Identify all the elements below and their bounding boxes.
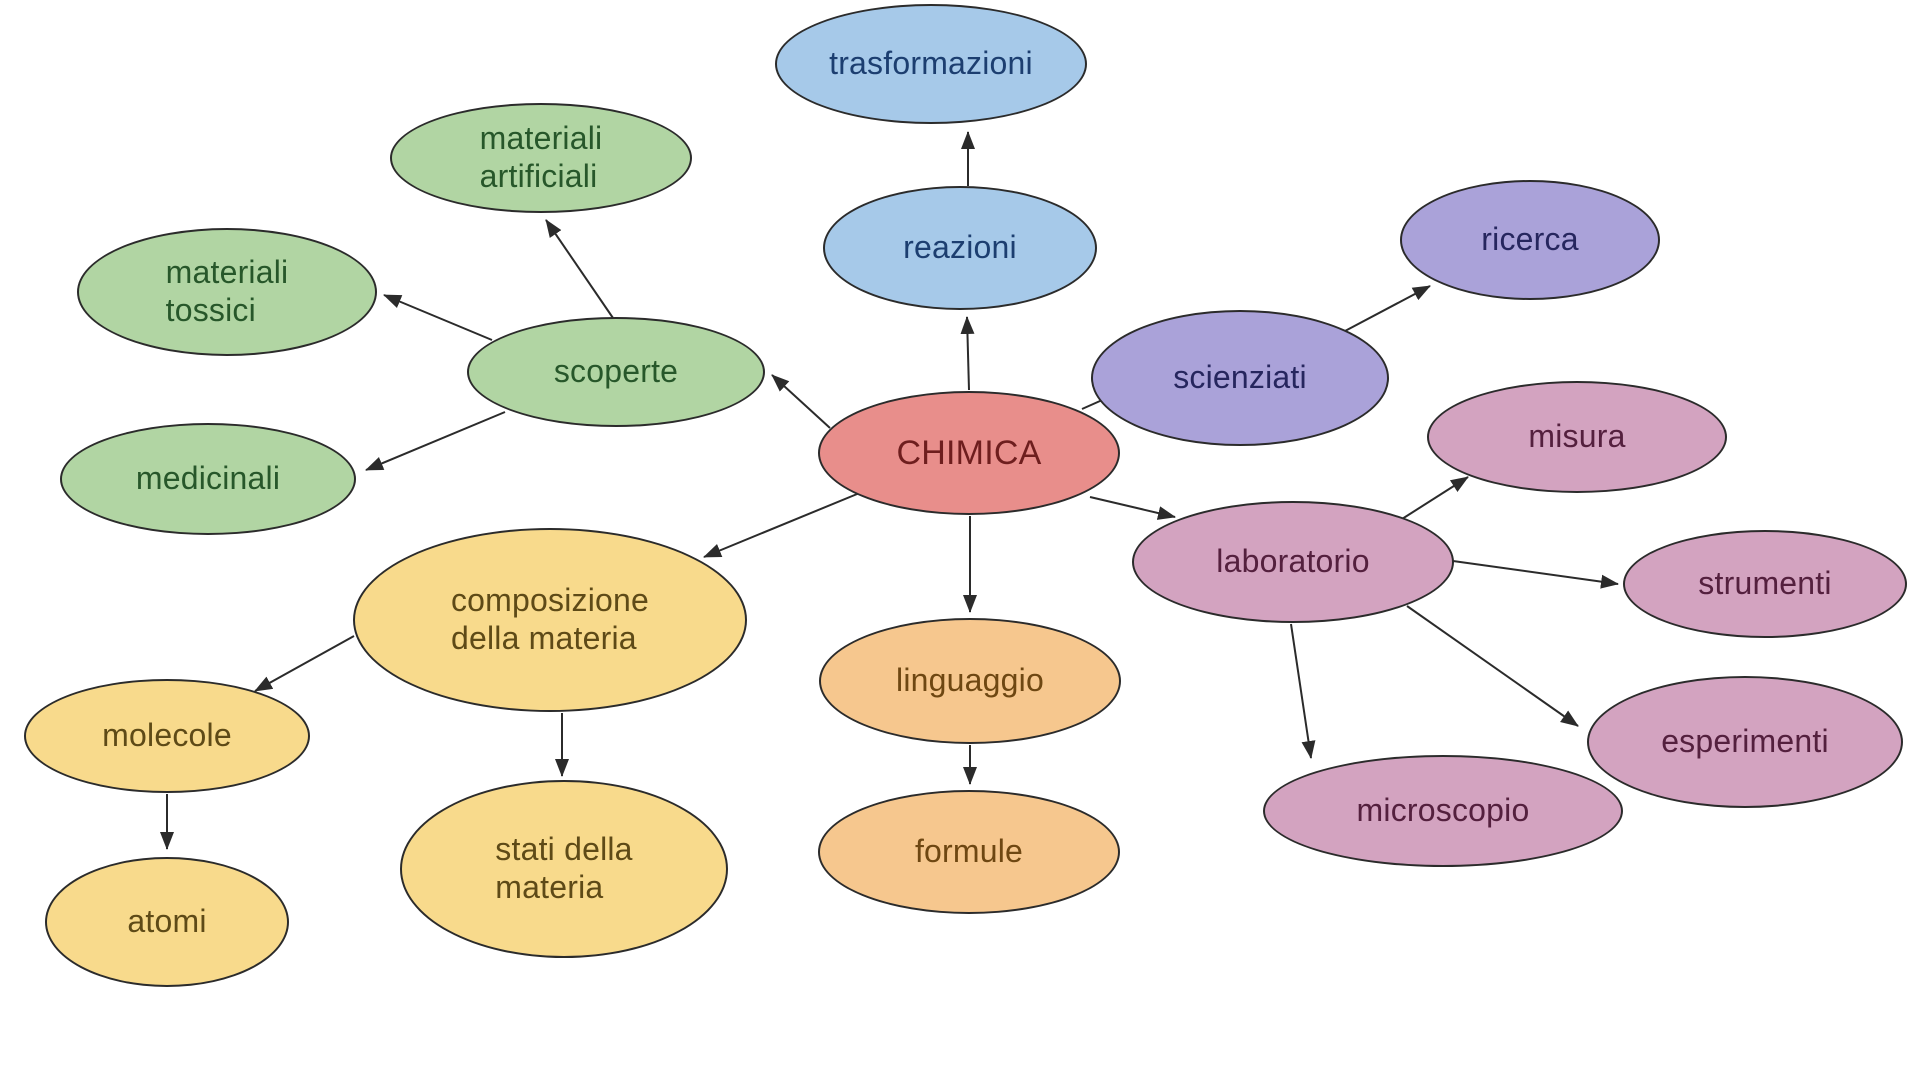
node-atomi: atomi bbox=[45, 857, 289, 987]
node-label-esperimenti: esperimenti bbox=[1661, 723, 1829, 761]
node-label-ricerca: ricerca bbox=[1481, 221, 1578, 259]
node-trasformazioni: trasformazioni bbox=[775, 4, 1087, 124]
edge-chimica-composizione-della-materia bbox=[703, 491, 863, 558]
node-label-line: scienziati bbox=[1173, 359, 1307, 396]
node-label-line: artificiali bbox=[479, 158, 598, 194]
node-label-line: linguaggio bbox=[896, 662, 1044, 699]
node-laboratorio: laboratorio bbox=[1132, 501, 1454, 623]
edge-laboratorio-microscopio bbox=[1290, 623, 1316, 759]
node-label-reazioni: reazioni bbox=[903, 229, 1017, 267]
node-esperimenti: esperimenti bbox=[1587, 676, 1903, 808]
edge-laboratorio-esperimenti bbox=[1406, 605, 1579, 727]
node-label-line: scoperte bbox=[553, 353, 679, 390]
node-label-microscopio: microscopio bbox=[1357, 792, 1530, 830]
node-label-formule: formule bbox=[915, 833, 1023, 871]
node-label-line: esperimenti bbox=[1661, 723, 1829, 760]
edge-composizione-della-materia-molecole bbox=[254, 635, 355, 692]
node-label-line: strumenti bbox=[1698, 565, 1832, 602]
node-label-line: medicinali bbox=[135, 460, 281, 497]
node-formule: formule bbox=[818, 790, 1120, 914]
node-label-chimica: CHIMICA bbox=[897, 433, 1042, 473]
node-microscopio: microscopio bbox=[1263, 755, 1623, 867]
node-chimica: CHIMICA bbox=[818, 391, 1120, 515]
node-label-line: atomi bbox=[127, 903, 207, 940]
node-label-line: formule bbox=[914, 833, 1024, 870]
node-ricerca: ricerca bbox=[1400, 180, 1660, 300]
node-label-misura: misura bbox=[1528, 418, 1625, 456]
edge-chimica-scoperte bbox=[771, 374, 831, 429]
node-label-line: tossici bbox=[165, 292, 256, 328]
node-label-line: laboratorio bbox=[1216, 543, 1370, 580]
node-label-strumenti: strumenti bbox=[1698, 565, 1831, 603]
node-label-linguaggio: linguaggio bbox=[896, 662, 1044, 700]
node-linguaggio: linguaggio bbox=[819, 618, 1121, 744]
node-label-line: misura bbox=[1528, 418, 1626, 455]
node-label-line: reazioni bbox=[903, 229, 1017, 266]
edge-chimica-laboratorio bbox=[1089, 496, 1176, 520]
node-label-line: stati della bbox=[495, 831, 633, 868]
edge-scoperte-medicinali bbox=[365, 411, 506, 471]
edge-laboratorio-strumenti bbox=[1452, 560, 1619, 589]
node-reazioni: reazioni bbox=[823, 186, 1097, 310]
node-label-line: materiali bbox=[165, 254, 289, 291]
node-label-line: trasformazioni bbox=[829, 45, 1033, 82]
node-label-line: composizione bbox=[450, 582, 650, 619]
node-label-line: della materia bbox=[450, 620, 637, 656]
node-label-molecole: molecole bbox=[102, 717, 232, 755]
node-label-scienziati: scienziati bbox=[1173, 359, 1307, 397]
node-scoperte: scoperte bbox=[467, 317, 765, 427]
node-label-line: materiali bbox=[479, 120, 603, 157]
node-label-scoperte: scoperte bbox=[554, 353, 678, 391]
edge-scoperte-materiali-artificiali bbox=[545, 219, 614, 319]
edge-scienziati-ricerca bbox=[1344, 285, 1431, 332]
node-label-line: molecole bbox=[102, 717, 232, 754]
node-scienziati: scienziati bbox=[1091, 310, 1389, 446]
node-medicinali: medicinali bbox=[60, 423, 356, 535]
edge-scoperte-materiali-tossici bbox=[383, 294, 493, 341]
node-misura: misura bbox=[1427, 381, 1727, 493]
node-label-medicinali: medicinali bbox=[136, 460, 280, 498]
edge-chimica-reazioni bbox=[960, 316, 975, 391]
node-label-line: CHIMICA bbox=[896, 433, 1042, 472]
node-label-laboratorio: laboratorio bbox=[1216, 543, 1369, 581]
node-label-line: microscopio bbox=[1356, 792, 1530, 829]
node-label-trasformazioni: trasformazioni bbox=[829, 45, 1033, 83]
node-label-line: ricerca bbox=[1481, 221, 1579, 258]
edge-laboratorio-misura bbox=[1401, 476, 1469, 520]
node-molecole: molecole bbox=[24, 679, 310, 793]
node-label-atomi: atomi bbox=[127, 903, 206, 941]
node-label-line: materia bbox=[495, 869, 604, 905]
node-strumenti: strumenti bbox=[1623, 530, 1907, 638]
